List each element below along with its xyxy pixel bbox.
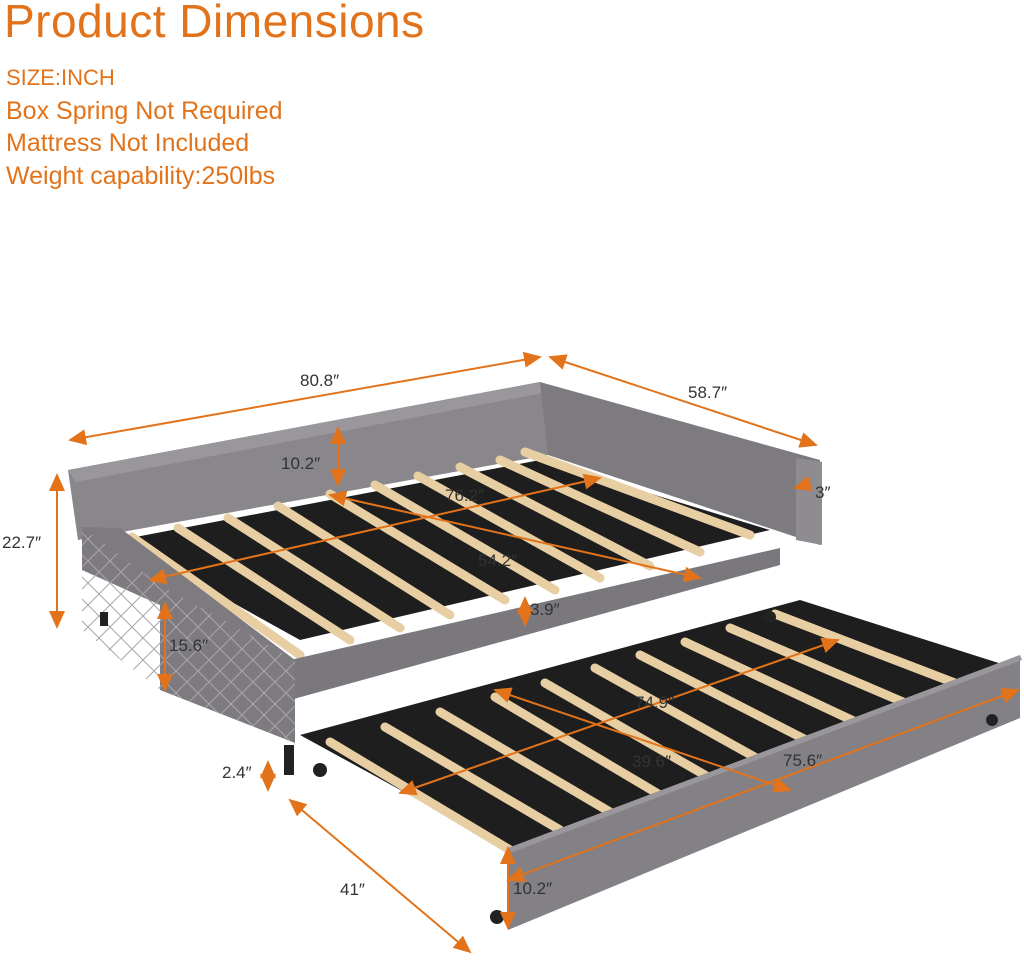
dim-inner-length: 76.2″ [445,486,485,505]
spec-mattress: Mattress Not Included [6,129,250,157]
dim-trundle-clearance: 2.4″ [222,763,252,782]
dim-overall-width: 58.7″ [688,383,728,402]
dim-backrest-height: 10.2″ [281,454,321,473]
dim-armrest-thickness: 3″ [815,483,831,502]
dim-trundle-width: 41″ [340,880,365,899]
dim-trundle-panel-height: 10.2″ [513,879,553,898]
dim-trundle-inner-length: 74.9″ [635,693,675,712]
dim-inner-width: 54.2″ [478,551,518,570]
spec-box-spring: Box Spring Not Required [6,96,283,125]
dim-overall-height: 22.7″ [2,533,42,552]
dim-trundle-inner-width: 39.6″ [632,752,672,771]
spec-list: SIZE:INCH Box Spring Not Required Mattre… [6,62,283,192]
spec-size-unit: SIZE:INCH [6,65,115,90]
dim-trundle-length: 75.6″ [783,751,823,770]
spec-weight: Weight capability:250lbs [6,161,276,190]
dim-side-height: 15.6″ [169,636,209,655]
dim-overall-length: 80.8″ [300,371,340,390]
page-title: Product Dimensions [4,0,425,47]
dim-frame-to-slat: 3.9″ [530,600,560,619]
